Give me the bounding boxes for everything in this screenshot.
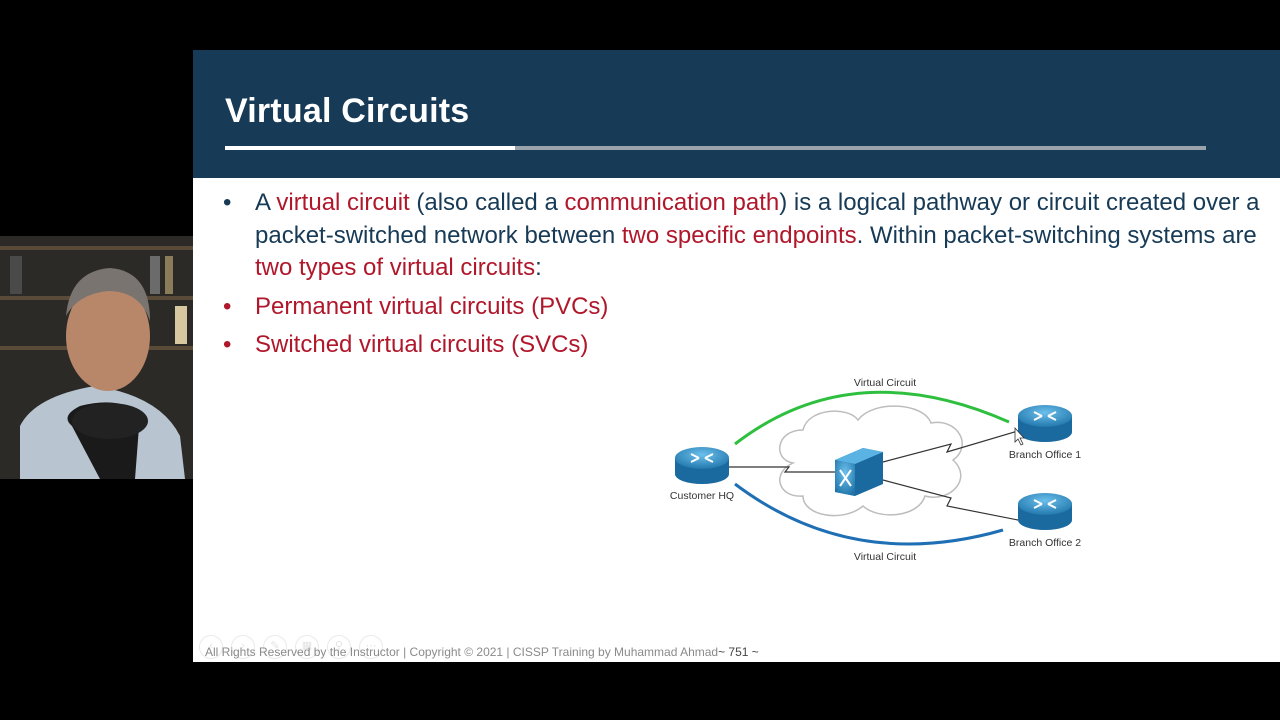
router-icon	[675, 447, 729, 484]
customer-hq-label: Customer HQ	[670, 490, 734, 502]
link-switch-branch2	[882, 479, 1019, 521]
bottom-virtual-circuit-label: Virtual Circuit	[854, 551, 916, 563]
back-icon[interactable]: ‹	[199, 635, 223, 659]
more-icon[interactable]: ⋯	[359, 635, 383, 659]
router-icon	[1018, 493, 1072, 530]
highlighted-term: two types of virtual circuits	[255, 254, 536, 281]
bullet-text: ) is a logical pathway or circuit create…	[255, 189, 1260, 249]
slide: Virtual Circuits • A virtual circuit (als…	[193, 50, 1280, 662]
bullet-item: • A virtual circuit (also called a commun…	[223, 187, 1263, 285]
bullet-text: Permanent virtual circuits (PVCs)	[255, 292, 609, 320]
top-virtual-circuit-label: Virtual Circuit	[854, 377, 916, 389]
router-icon	[1018, 405, 1072, 442]
link-switch-branch1	[882, 430, 1019, 463]
bullet-list: • A virtual circuit (also called a commun…	[223, 187, 1263, 368]
bullet-text: . Within packet-switching systems are	[856, 221, 1257, 249]
pen-icon[interactable]: ✎	[263, 635, 287, 659]
bullet-item: • Switched virtual circuits (SVCs)	[223, 329, 1263, 362]
branch-office-1-label: Branch Office 1	[1009, 449, 1081, 461]
slide-footer: All Rights Reserved by the Instructor | …	[205, 645, 759, 659]
bullet-marker: •	[223, 292, 232, 320]
page-number: ~ 751 ~	[718, 645, 759, 659]
highlighted-term: communication path	[564, 189, 780, 216]
presenter-controls: ‹ › ✎ ▦ ⚲ ⋯	[199, 635, 383, 659]
mouse-cursor-icon	[1014, 426, 1025, 446]
bullet-text: :	[535, 254, 542, 281]
slides-icon[interactable]: ▦	[295, 635, 319, 659]
network-diagram: Virtual Circuit Virtual Circuit Customer…	[670, 377, 1081, 563]
title-underline	[515, 146, 1206, 150]
highlighted-term: virtual circuit	[276, 189, 410, 216]
presenter-webcam-feed	[0, 236, 193, 479]
bullet-text: (also called a	[409, 189, 565, 216]
bullet-text: Switched virtual circuits (SVCs)	[255, 331, 589, 358]
top-virtual-circuit-arc	[734, 390, 1010, 446]
branch-office-2-label: Branch Office 2	[1009, 537, 1081, 549]
footer-copyright: All Rights Reserved by the Instructor | …	[205, 645, 719, 659]
highlighted-term: two specific endpoints	[621, 221, 857, 249]
bullet-marker: •	[223, 189, 232, 216]
bullet-marker: •	[223, 331, 232, 358]
slide-title: Virtual Circuits	[225, 92, 470, 130]
switch-icon	[835, 448, 883, 496]
bottom-virtual-circuit-arc	[734, 482, 1004, 546]
link-hq-switch	[729, 466, 841, 473]
title-underline-accent	[225, 146, 515, 150]
presenter-silhouette	[0, 236, 193, 479]
bullet-text: A	[255, 189, 277, 216]
zoom-icon[interactable]: ⚲	[327, 635, 351, 659]
slide-header: Virtual Circuits	[193, 50, 1280, 178]
forward-icon[interactable]: ›	[231, 635, 255, 659]
bullet-item: • Permanent virtual circuits (PVCs)	[223, 291, 1263, 324]
